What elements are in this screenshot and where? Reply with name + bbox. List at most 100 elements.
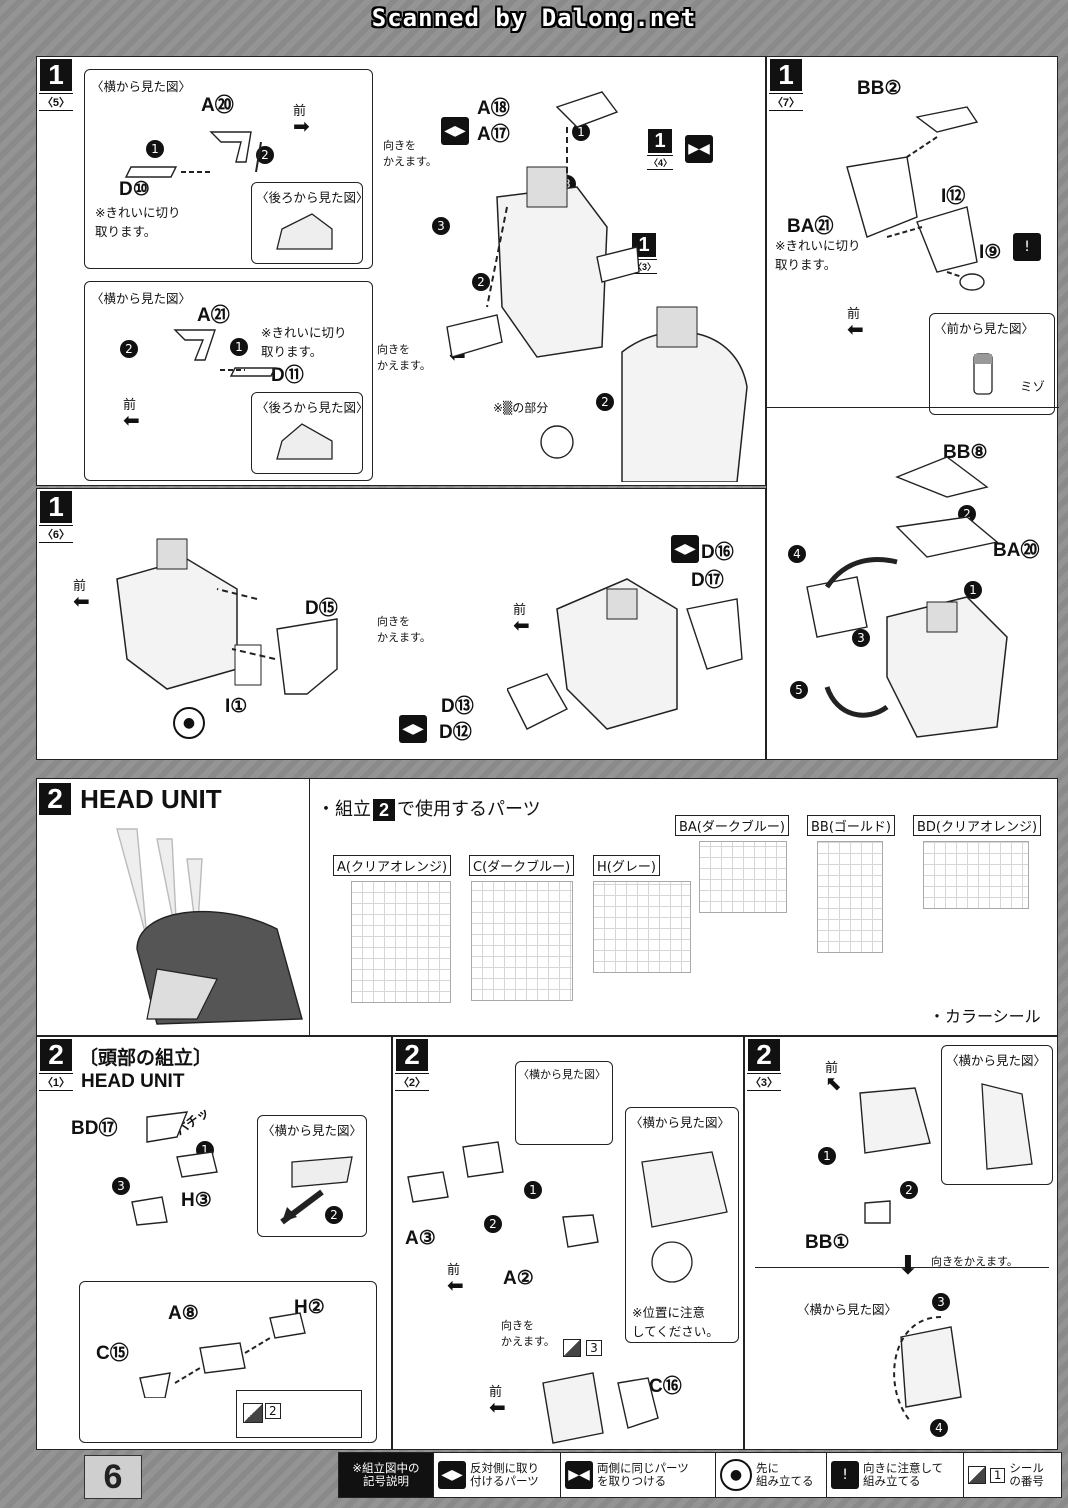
legend-text: 先に 組み立てる xyxy=(756,1461,814,1488)
part-drawing xyxy=(981,1083,1033,1170)
step-sub: 〈6〉 xyxy=(39,525,73,543)
detail-box: A⑧ H② C⑮ 2 xyxy=(79,1281,377,1443)
arrow-right-icon: ➡ xyxy=(293,114,310,138)
step-sub: 〈4〉 xyxy=(647,155,673,170)
runner-a-drawing xyxy=(351,881,451,1003)
head-drawing xyxy=(542,1372,659,1444)
arrow-left-icon: ⬅ xyxy=(73,589,90,613)
part-drawing xyxy=(407,1141,599,1248)
panel-step-1-5: 1 〈5〉 〈横から見た図〉 A⑳ 前➡ D⑩ ※きれいに切り 取ります。 1 … xyxy=(36,56,766,486)
mirror-part-icon: ◀▶ xyxy=(399,715,427,743)
step-badge: 2 〈3〉 xyxy=(747,1039,781,1091)
symbol-legend: ※組立図中の 記号説明 ◀▶ 反対側に取り 付けるパーツ ▶◀ 両側に同じパーツ… xyxy=(338,1452,1062,1498)
assemble-first-icon: ● xyxy=(173,707,205,739)
marker-4: 4 xyxy=(788,545,806,563)
head-preview-drawing xyxy=(116,828,303,1025)
side-view-label: 〈横から見た図〉 xyxy=(262,1123,363,1138)
body-assembly-drawing xyxy=(806,456,1008,738)
runner-label: C(ダークブルー) xyxy=(469,855,575,876)
parts-used-prefix: ・組立 xyxy=(317,799,371,820)
marker-3: 3 xyxy=(432,217,450,235)
arrow-left-icon: ⬅ xyxy=(447,1273,464,1297)
legend-head: ※組立図中の 記号説明 xyxy=(339,1453,433,1497)
note-text: ※きれいに切り 取ります。 xyxy=(95,205,181,239)
front-indicator: 前⬅ xyxy=(73,575,90,613)
both-sides-icon: ▶◀ xyxy=(685,135,713,163)
marker-3: 3 xyxy=(932,1293,950,1311)
step-number: 1 xyxy=(770,59,802,91)
front-label: 前 xyxy=(293,104,307,119)
part-label: A⑱ xyxy=(477,98,510,119)
seal-number-icon: 1 xyxy=(990,1467,1006,1483)
part-label: I⑫ xyxy=(941,186,966,207)
legend-item: ! 向きに注意して 組み立てる xyxy=(826,1453,963,1497)
marker-2: 2 xyxy=(120,340,138,358)
legend-item: ● 先に 組み立てる xyxy=(715,1453,826,1497)
seal-indicator: 2 xyxy=(236,1390,362,1438)
arrow-down-icon: ⬇ xyxy=(897,1251,919,1281)
marker-1: 1 xyxy=(964,581,982,599)
part-label: I⑨ xyxy=(979,242,1002,263)
step-sub: 〈5〉 xyxy=(39,93,73,111)
note-text: ※きれいに切り 取ります。 xyxy=(261,325,347,359)
seal-number: 2 xyxy=(265,1403,281,1419)
part-label: BB② xyxy=(857,78,902,99)
part-label: H③ xyxy=(181,1190,212,1211)
part-drawing xyxy=(973,353,993,395)
side-view-label: 〈横から見た図〉 xyxy=(91,291,192,306)
scan-banner: Scanned by Dalong.net xyxy=(371,4,697,32)
part-label: A⑰ xyxy=(477,124,510,145)
legend-text: 反対側に取り 付けるパーツ xyxy=(470,1461,539,1488)
side-view-box: 〈横から見た図〉 A㉑ ※きれいに切り 取ります。 D⑪ 前⬅ 2 1 〈後ろか… xyxy=(84,281,373,481)
marker-1: 1 xyxy=(524,1181,542,1199)
part-drawing xyxy=(280,1156,353,1225)
front-label: 前 xyxy=(489,1385,503,1400)
marker-2: 2 xyxy=(900,1181,918,1199)
seal-icon xyxy=(968,1466,986,1484)
part-label: C⑯ xyxy=(649,1376,682,1397)
note-text: ※位置に注意 してください。 xyxy=(632,1305,719,1339)
mirror-part-icon: ◀▶ xyxy=(438,1461,466,1489)
arrow-up-left-icon: ⬉ xyxy=(825,1071,842,1095)
step-badge: 1 〈5〉 xyxy=(39,59,73,111)
parts-divider xyxy=(309,779,310,1035)
seal-icon xyxy=(243,1403,263,1423)
side-view-label: 〈横から見た図〉 xyxy=(630,1115,731,1130)
part-label: BB① xyxy=(805,1232,850,1253)
body-drawing xyxy=(116,538,338,695)
step-sub: 〈1〉 xyxy=(39,1073,73,1091)
seal-number: 3 xyxy=(586,1339,602,1356)
step-badge: 2 〈1〉 xyxy=(39,1039,73,1091)
color-seal-label: ・カラーシール xyxy=(929,1007,1041,1026)
part-label: D⑫ xyxy=(439,722,472,743)
step-number: 2 xyxy=(40,1039,72,1071)
part-label: BA⑳ xyxy=(993,540,1040,561)
side-view-label: 〈横から見た図〉 xyxy=(946,1053,1047,1068)
divider xyxy=(755,1267,1049,1268)
side-view-box: 〈横から見た図〉 xyxy=(941,1045,1053,1185)
step-number: 2 xyxy=(39,783,71,815)
panel-step-2-2: 2 〈2〉 〈横から見た図〉 〈横から見た図〉 ※位置に注意 してください。 A… xyxy=(392,1036,744,1450)
parts-used-suffix: で使用するパーツ xyxy=(397,799,541,820)
groove-label: ミゾ xyxy=(1020,379,1046,394)
part-drawing xyxy=(139,1312,306,1398)
step-sub: 〈2〉 xyxy=(395,1073,429,1091)
front-indicator: 前➡ xyxy=(293,100,310,138)
part-label: A② xyxy=(503,1268,534,1289)
part-label: I① xyxy=(225,696,248,717)
step-number: 1 xyxy=(40,59,72,91)
panel-step-1-6: 1 〈6〉 前⬅ D⑮ I① ● 向きを かえます。 前⬅ ◀▶ D⑯ D⑰ D… xyxy=(36,488,766,760)
part-label: BA㉑ xyxy=(787,216,834,237)
panel-step-2-3: 2 〈3〉 前⬉ 〈横から見た図〉 1 2 BB① ⬇ 向きをかえます。 〈横か… xyxy=(744,1036,1058,1450)
arrow-left-icon: ⬅ xyxy=(847,317,864,341)
back-view-label: 〈後ろから見た図〉 xyxy=(256,190,369,205)
part-label: D⑰ xyxy=(691,570,724,591)
front-label: 前 xyxy=(123,398,137,413)
step-number: 1 xyxy=(40,491,72,523)
part-drawing xyxy=(124,131,262,178)
runner-label: H(グレー) xyxy=(593,855,660,876)
back-view-box: 〈後ろから見た図〉 xyxy=(251,392,369,474)
panel-step-2-1: 2 〈1〉 〔頭部の組立〕 HEAD UNIT BD⑰ パチッ 1 3 H③ 〈… xyxy=(36,1036,392,1450)
side-view-box: 〈横から見た図〉 ※位置に注意 してください。 xyxy=(625,1107,739,1343)
